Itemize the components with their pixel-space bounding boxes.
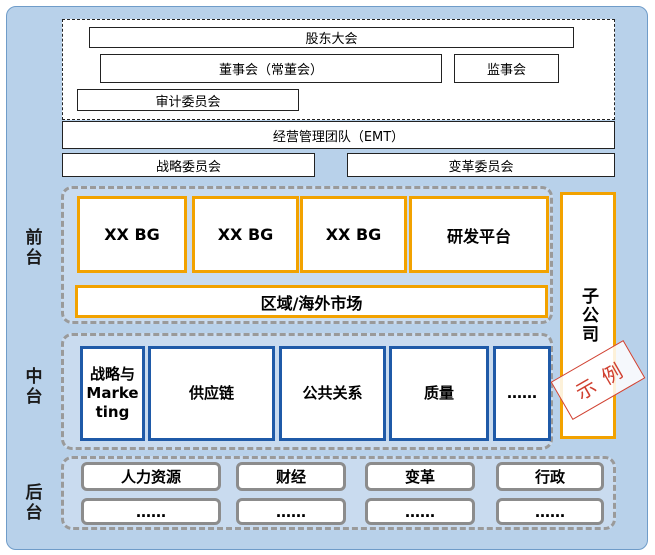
middle-unit-more: …… [493, 346, 551, 441]
audit-committee-box: 审计委员会 [77, 89, 299, 111]
back-unit-more-3: …… [365, 498, 475, 525]
middle-unit-supply-chain: 供应链 [148, 346, 275, 441]
middle-unit-strategy-marketing: 战略与Marketing [80, 346, 145, 441]
back-office-label: 后台 [25, 483, 43, 523]
regional-market-box: 区域/海外市场 [75, 285, 548, 318]
front-unit-bg-2: XX BG [192, 196, 299, 273]
middle-office-label: 中台 [25, 367, 43, 407]
back-unit-more-4: …… [496, 498, 604, 525]
back-unit-transformation: 变革 [365, 462, 475, 491]
middle-unit-quality: 质量 [389, 346, 489, 441]
back-unit-more-2: …… [236, 498, 346, 525]
front-unit-bg-3: XX BG [300, 196, 407, 273]
front-unit-rd-platform: 研发平台 [409, 196, 549, 273]
middle-unit-public-relations: 公共关系 [279, 346, 386, 441]
supervisory-board-box: 监事会 [454, 54, 559, 83]
transformation-committee-box: 变革委员会 [347, 153, 615, 177]
emt-box: 经营管理团队（EMT） [62, 121, 615, 149]
back-unit-more-1: …… [81, 498, 221, 525]
shareholders-meeting-box: 股东大会 [89, 27, 574, 48]
front-office-label: 前台 [25, 228, 43, 268]
back-unit-admin: 行政 [496, 462, 604, 491]
strategy-committee-box: 战略委员会 [62, 153, 315, 177]
subsidiary-label: 子公司 [578, 287, 598, 344]
back-unit-hr: 人力资源 [81, 462, 221, 491]
front-unit-bg-1: XX BG [77, 196, 187, 273]
board-box: 董事会（常董会） [100, 54, 442, 83]
back-unit-finance: 财经 [236, 462, 346, 491]
